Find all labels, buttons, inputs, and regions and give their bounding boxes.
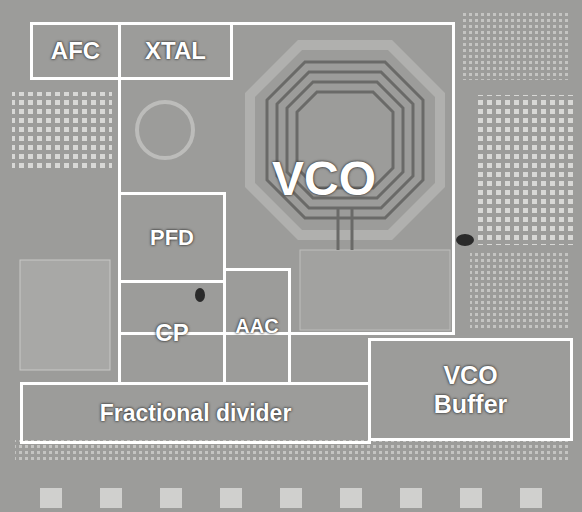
- region-box: AFC: [30, 22, 121, 80]
- region-box: Fractional divider: [20, 382, 371, 444]
- bond-pads: [40, 488, 542, 508]
- region-box: PFD: [118, 192, 226, 283]
- inductor: [250, 45, 440, 250]
- block-label: AAC: [235, 315, 278, 338]
- region-box: AAC: [223, 268, 291, 385]
- block-label: PFD: [150, 225, 194, 250]
- circuit-block: [20, 260, 110, 370]
- debris: [456, 234, 474, 246]
- block-label: CP: [155, 319, 188, 347]
- block-label: Fractional divider: [100, 400, 292, 426]
- region-box: CP: [118, 280, 226, 385]
- pad-array: [460, 10, 570, 80]
- block-label: XTAL: [145, 37, 206, 65]
- block-label: VCO: [272, 151, 376, 206]
- debris: [195, 288, 205, 302]
- region-box: VCO: [118, 22, 455, 335]
- pad-array: [478, 95, 574, 245]
- pad-array: [12, 92, 112, 172]
- circuit-block: [470, 250, 570, 330]
- block-label: AFC: [51, 37, 100, 65]
- region-box: VCO Buffer: [368, 338, 573, 441]
- region-box: XTAL: [118, 22, 233, 80]
- circuit-block: [300, 250, 450, 330]
- crystal-pad: [137, 102, 193, 158]
- block-label: VCO Buffer: [411, 361, 531, 419]
